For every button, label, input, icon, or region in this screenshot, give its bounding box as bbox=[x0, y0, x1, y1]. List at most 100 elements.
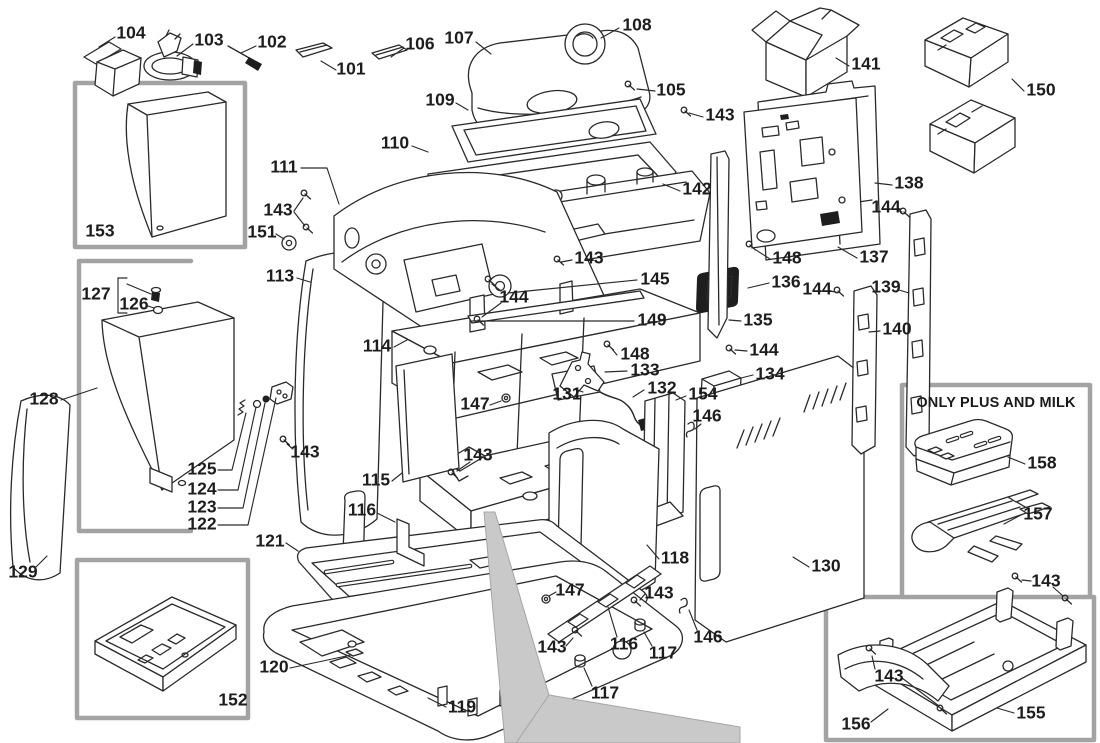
leader-line-135 bbox=[728, 319, 742, 322]
leader-line-103 bbox=[176, 43, 194, 57]
leader-line-128 bbox=[60, 387, 98, 401]
leader-line-156 bbox=[870, 708, 889, 723]
part-125-122-valve-parts bbox=[237, 381, 294, 416]
leader-line-144 bbox=[481, 302, 502, 318]
leader-line-106 bbox=[390, 47, 405, 58]
part-127-126-fasteners bbox=[150, 286, 164, 315]
leader-line-143 bbox=[565, 637, 574, 647]
leader-line-146 bbox=[694, 423, 702, 430]
leader-line-155 bbox=[996, 707, 1015, 714]
leader-line-132 bbox=[632, 389, 645, 398]
leader-line-122 bbox=[217, 397, 277, 526]
part-149-support-bar bbox=[467, 290, 645, 324]
part-150-foam-packaging bbox=[924, 17, 1016, 174]
leader-line-147 bbox=[548, 591, 557, 597]
leader-line-141 bbox=[835, 57, 850, 67]
leader-line-154 bbox=[675, 395, 687, 401]
callout-wedge bbox=[483, 511, 741, 743]
screw-icon bbox=[279, 435, 291, 446]
leader-line-146 bbox=[688, 609, 698, 631]
part-111-control-bezel bbox=[333, 171, 617, 344]
leader-line-114 bbox=[393, 339, 408, 348]
leader-line-142 bbox=[662, 183, 681, 192]
part-135-trim-strip bbox=[707, 150, 730, 339]
part-106-strip bbox=[371, 44, 408, 60]
part-130-side-panel-right bbox=[694, 355, 865, 643]
leader-line-108 bbox=[600, 27, 620, 39]
leader-line-133 bbox=[604, 370, 628, 373]
part-156-front-skirt bbox=[837, 644, 950, 702]
inset-box-title: ONLY PLUS AND MILK bbox=[916, 395, 1076, 411]
leader-line-120 bbox=[289, 654, 352, 669]
leader-line-121 bbox=[285, 542, 299, 552]
leader-line-125 bbox=[217, 412, 247, 471]
leader-line-143 bbox=[901, 677, 940, 707]
leader-line-124 bbox=[217, 406, 257, 491]
screw-icon bbox=[725, 344, 737, 355]
leader-line-143 bbox=[688, 112, 704, 118]
leader-line-119 bbox=[427, 697, 447, 708]
part-113-side-panel-left bbox=[294, 251, 385, 587]
inset-box-152 bbox=[74, 557, 251, 721]
part-151-washer bbox=[281, 235, 297, 251]
leader-line-137 bbox=[837, 246, 858, 259]
part-139-rail bbox=[905, 209, 932, 457]
leader-line-138 bbox=[874, 182, 893, 186]
leader-line-109 bbox=[455, 102, 469, 111]
inset-box-153 bbox=[72, 80, 248, 250]
leader-line-139 bbox=[898, 289, 910, 294]
part-116-corner-bracket bbox=[396, 518, 425, 567]
leader-line-144 bbox=[828, 290, 837, 293]
part-115-inner-panel bbox=[395, 353, 460, 483]
leader-line-111 bbox=[300, 167, 340, 205]
leader-line-143 bbox=[1021, 579, 1032, 582]
leader-line-130 bbox=[792, 556, 810, 568]
leader-line-105 bbox=[636, 88, 656, 92]
leader-line-131 bbox=[573, 388, 584, 393]
leader-line-144 bbox=[491, 283, 502, 292]
leader-line-150 bbox=[1011, 78, 1025, 92]
leader-line-144 bbox=[734, 349, 748, 352]
leader-line-148 bbox=[755, 249, 771, 260]
leader-line-143 bbox=[871, 655, 876, 670]
leader-line-143 bbox=[293, 197, 304, 212]
part-101-strip bbox=[295, 42, 333, 58]
part-116-front-rail bbox=[547, 565, 662, 643]
leader-line-102 bbox=[240, 45, 257, 54]
leader-line-143 bbox=[639, 593, 646, 601]
part-109-lid-frame bbox=[451, 98, 657, 163]
part-152-tray-insert bbox=[94, 596, 237, 692]
inset-frame-127 bbox=[76, 258, 194, 534]
leader-line-116 bbox=[607, 606, 618, 638]
leader-line-113 bbox=[296, 277, 311, 283]
part-103-power-cord bbox=[143, 29, 202, 81]
leader-line-143 bbox=[286, 443, 294, 450]
leader-line-140 bbox=[868, 330, 881, 333]
part-104-tamper-tool bbox=[83, 41, 142, 97]
leader-line-147 bbox=[489, 400, 502, 406]
part-128-water-tank bbox=[101, 301, 235, 493]
leader-line-134 bbox=[740, 374, 754, 379]
leader-line-123 bbox=[217, 402, 266, 509]
leader-line-143 bbox=[293, 211, 306, 227]
leader-line-136 bbox=[747, 282, 770, 289]
leader-line-117 bbox=[643, 631, 653, 647]
clip-icon bbox=[678, 597, 688, 614]
leader-line-144 bbox=[896, 209, 903, 213]
leader-line-117 bbox=[583, 667, 593, 687]
leader-line-143 bbox=[560, 259, 573, 263]
part-129-side-panel bbox=[9, 394, 71, 581]
leader-line-101 bbox=[320, 60, 337, 71]
part-140-rail bbox=[851, 285, 878, 455]
leader-line-110 bbox=[411, 145, 429, 153]
part-137-circuit-board bbox=[743, 97, 863, 249]
leader-line-127 bbox=[126, 283, 152, 295]
clip-icon bbox=[685, 421, 695, 438]
leader-lines bbox=[35, 27, 1064, 723]
part-158-milk-tray bbox=[914, 418, 1014, 486]
screw-icon bbox=[680, 106, 692, 117]
leader-line-129 bbox=[35, 555, 48, 568]
leader-line-143 bbox=[1052, 586, 1064, 597]
leader-line-158 bbox=[1007, 456, 1026, 465]
